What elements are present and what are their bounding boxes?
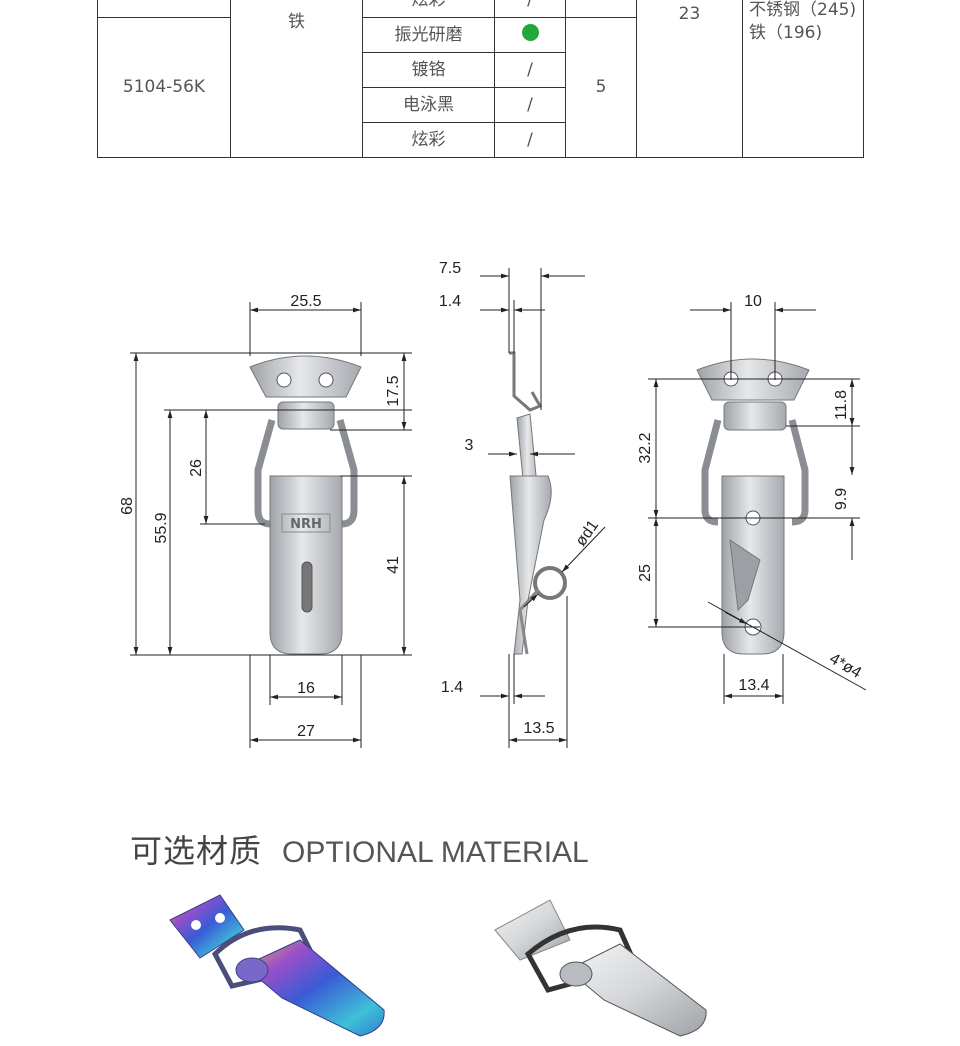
- table-cell: [97, 0, 231, 18]
- front-dimensions: [130, 302, 412, 748]
- dim-16: 16: [297, 680, 315, 697]
- front-dim-labels: 25.5 17.5 68 55.9 26 41 16 27: [119, 293, 402, 740]
- finish-option: /: [494, 0, 566, 18]
- dim-10: 10: [744, 293, 762, 310]
- finish-name: 炫彩: [362, 122, 495, 158]
- slot: [301, 561, 313, 613]
- photo-wire-loop: [524, 924, 640, 993]
- photo-hinge: [559, 961, 593, 987]
- back-dim-labels: 10 32.2 11.8 9.9 25 13.4 4*ø4: [637, 293, 864, 694]
- table-row: 5104-56K 振光研磨 5: [97, 17, 864, 158]
- finish-name: 镀铬: [362, 52, 495, 88]
- dim-line: [523, 593, 539, 608]
- material-cell: 铁: [230, 0, 363, 158]
- finish-name: 振光研磨: [362, 17, 495, 53]
- available-dot-icon: [521, 24, 539, 42]
- iridescent-latch-photo: [169, 894, 385, 1037]
- front-mount-plate: [249, 355, 362, 398]
- finish-name: 炫彩: [362, 0, 495, 18]
- dim-26: 26: [188, 459, 205, 477]
- table-row: 炫彩 /: [98, 122, 864, 158]
- hole: [191, 920, 201, 930]
- note-iron: 铁（196): [749, 22, 823, 43]
- back-inner-plate: [729, 538, 761, 612]
- dim-55-9: 55.9: [153, 512, 170, 543]
- side-view: [509, 351, 567, 655]
- dim-27: 27: [297, 723, 315, 740]
- photo-mount-plate: [169, 894, 245, 959]
- dim-13-4: 13.4: [738, 677, 769, 694]
- material-photos: [169, 894, 707, 1037]
- value-cell: 23: [636, 0, 743, 158]
- dim-32-2: 32.2: [637, 432, 654, 463]
- quantity-cell: 5: [565, 17, 637, 158]
- note-stainless: 不锈钢（245): [749, 0, 857, 20]
- table-cell: [565, 0, 637, 18]
- photo-latch-lever: [243, 939, 385, 1037]
- wire-loop: [701, 419, 722, 526]
- side-mount-plate: [509, 351, 543, 412]
- dim-holes: 4*ø4: [826, 650, 864, 682]
- dim-line: [561, 526, 606, 573]
- wire-loop: [788, 419, 809, 526]
- finish-option: /: [494, 52, 566, 88]
- dim-3: 3: [465, 437, 474, 454]
- finish-name: 电泳黑: [362, 87, 495, 123]
- dim-68: 68: [119, 497, 136, 515]
- section-title: 可选材质 OPTIONAL MATERIAL: [130, 826, 589, 872]
- silver-latch-photo: [494, 899, 707, 1037]
- dim-11-8: 11.8: [833, 390, 850, 420]
- spec-table: 铁 炫彩 / 23 不锈钢（245) 铁（196) 5104-56K 振光研磨 …: [97, 0, 864, 158]
- side-latch: [509, 475, 552, 655]
- finish-option: /: [494, 87, 566, 123]
- hole: [215, 913, 225, 923]
- section-title-en: OPTIONAL MATERIAL: [282, 836, 589, 869]
- finish-option: [494, 17, 566, 53]
- dim-25: 25: [637, 564, 654, 582]
- hole: [318, 372, 334, 388]
- hole: [276, 372, 292, 388]
- table-row: 电泳黑 /: [98, 87, 864, 123]
- dim-13-5: 13.5: [523, 720, 554, 737]
- dim-1-4-top: 1.4: [439, 293, 461, 310]
- dim-7-5: 7.5: [439, 260, 461, 277]
- technical-drawing: NRH 25.5 17.5 68 55.9 26 41 16 27: [119, 260, 867, 748]
- notes-cell: 不锈钢（245) 铁（196): [742, 0, 864, 158]
- dim-1-4-bottom: 1.4: [441, 679, 463, 696]
- photo-latch-lever: [567, 943, 707, 1037]
- wire-loop: [254, 419, 276, 528]
- table-row: 镀铬 /: [98, 52, 864, 88]
- finish-option: /: [494, 122, 566, 158]
- dim-25-5: 25.5: [290, 293, 321, 310]
- photo-mount-plate: [494, 899, 571, 961]
- section-title-cn: 可选材质: [130, 832, 263, 870]
- table-row: 铁 炫彩 / 23 不锈钢（245) 铁（196): [97, 0, 864, 158]
- dim-17-5: 17.5: [385, 375, 402, 406]
- side-dimensions: [480, 268, 606, 748]
- dim-od1: ød1: [572, 517, 602, 549]
- back-mount-plate: [696, 358, 810, 401]
- brand-logo: NRH: [290, 517, 322, 532]
- side-dim-labels: 7.5 1.4 3 ød1 1.4 13.5: [439, 260, 602, 737]
- back-dimensions: [648, 302, 867, 704]
- dim-line: [724, 611, 748, 625]
- logo-box: [281, 513, 331, 533]
- model-cell: 5104-56K: [97, 17, 231, 158]
- hinge-barrel: [723, 401, 787, 431]
- wire-loop: [336, 419, 358, 528]
- hinge-barrel: [277, 401, 335, 430]
- dim-9-9: 9.9: [833, 488, 850, 510]
- back-view: [696, 358, 810, 655]
- photo-hinge: [235, 957, 269, 983]
- keeper-ring: [533, 566, 567, 600]
- front-view: NRH: [249, 355, 362, 655]
- dim-41: 41: [385, 556, 402, 574]
